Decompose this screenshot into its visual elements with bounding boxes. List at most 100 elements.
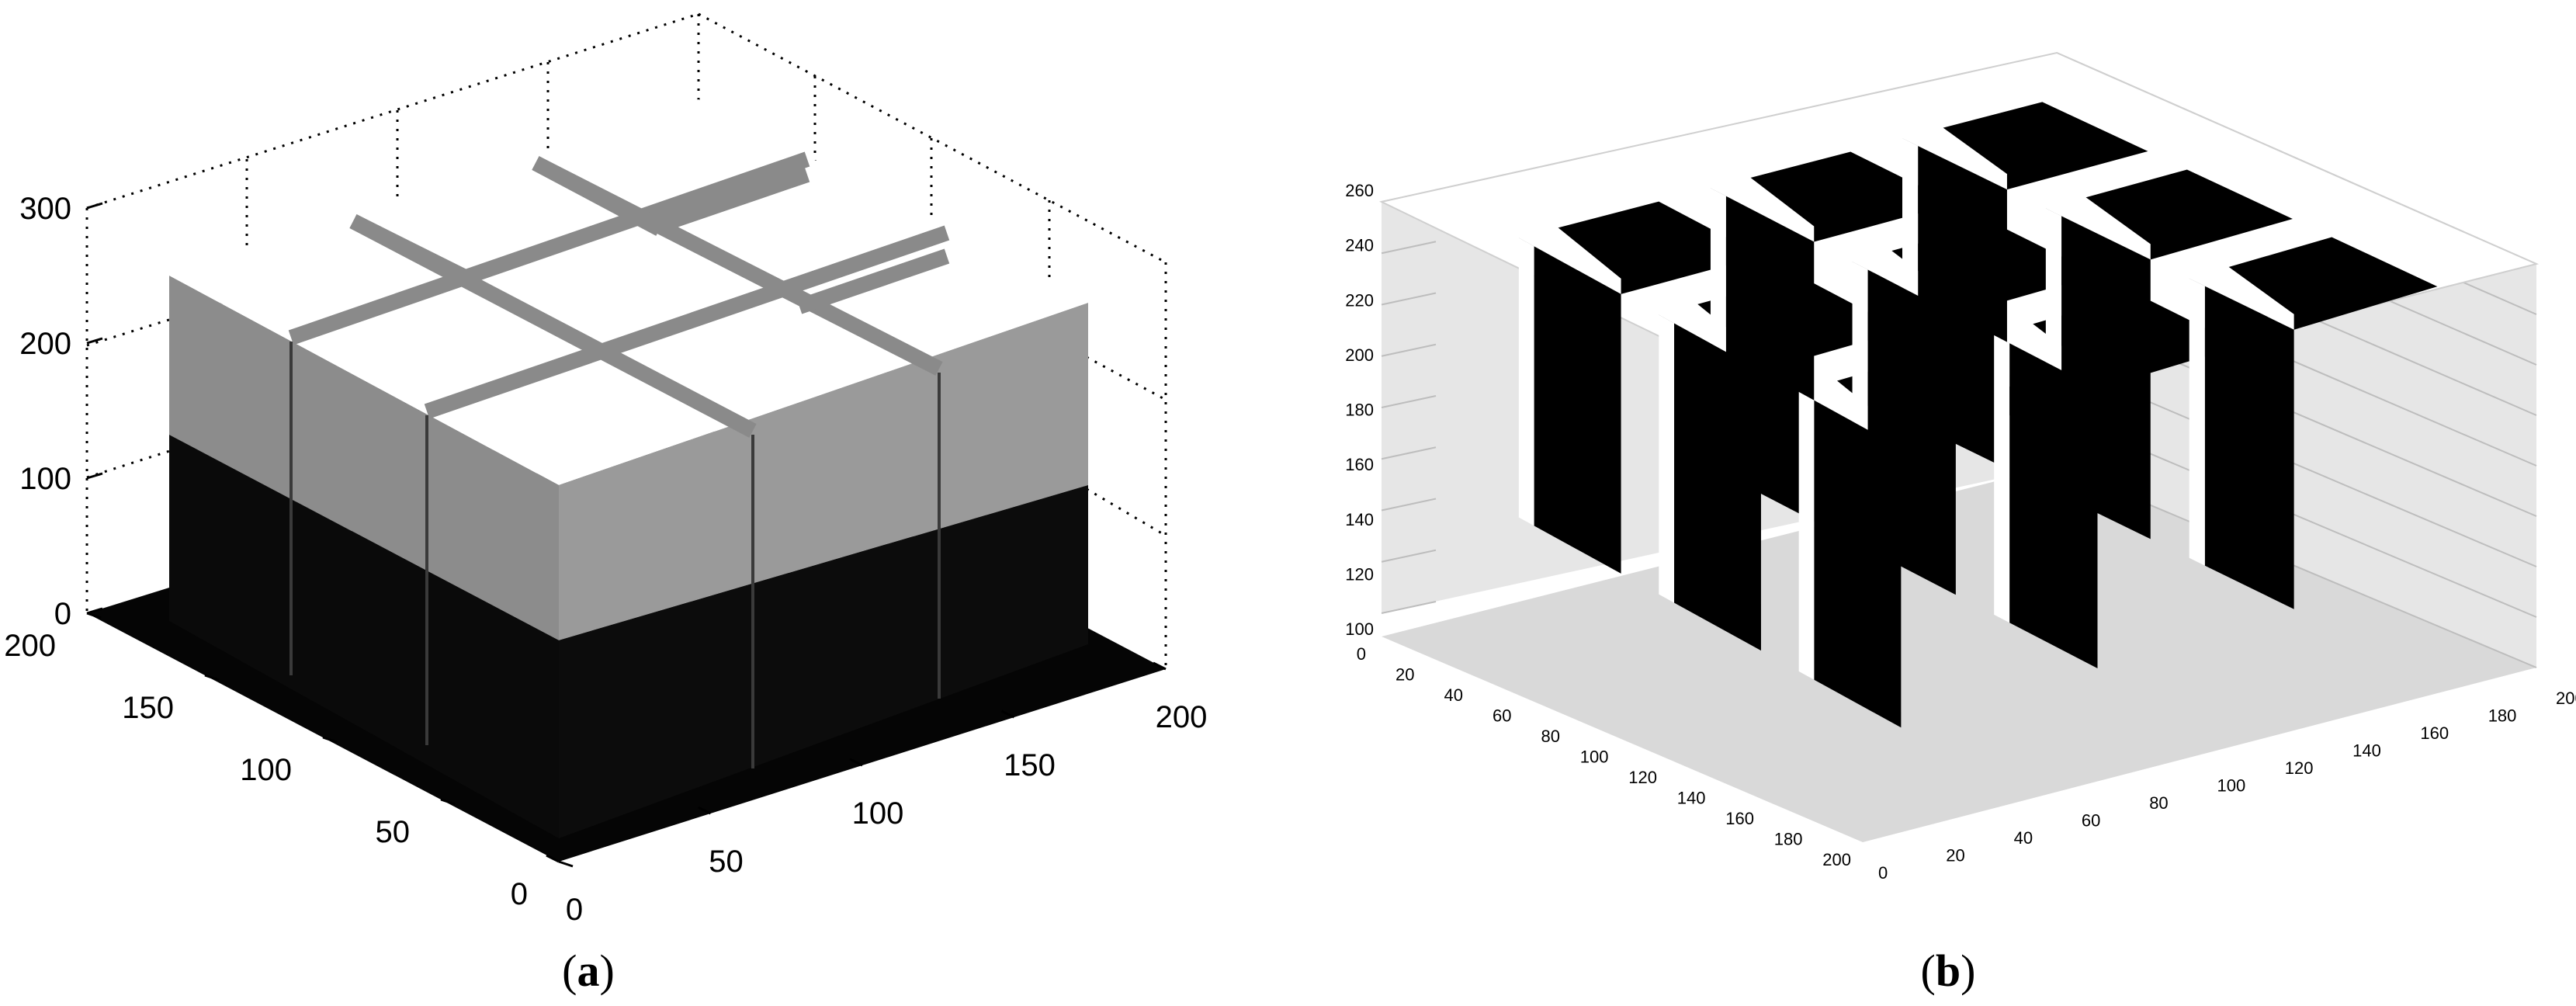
panel-b-column-front bbox=[1534, 246, 1621, 574]
panel-a-y-tick-mark bbox=[204, 674, 220, 682]
panel-b-z-tick-label: 120 bbox=[1345, 564, 1374, 584]
panel-b-z-ticks: 100 120 140 160 180 200 220 240 260 bbox=[1345, 181, 1374, 639]
panel-b-z-tick-label: 220 bbox=[1345, 290, 1374, 310]
panel-a-x-tick-mark bbox=[1000, 709, 1015, 719]
panel-b-cell-rim bbox=[1902, 115, 2007, 190]
panel-b-x-tick-label: 100 bbox=[2217, 776, 2246, 796]
panel-a-y-tick-label: 200 bbox=[4, 629, 56, 663]
panel-a-y-tick-label: 0 bbox=[511, 877, 528, 911]
panel-b-cell-rim bbox=[1518, 214, 1621, 294]
panel-b-cell-rim bbox=[1710, 165, 1815, 242]
panel-b-y-tick-label: 60 bbox=[1493, 706, 1511, 726]
panel-a-y-tick-label: 50 bbox=[376, 815, 411, 849]
panel-a-x-tick-label: 150 bbox=[1004, 748, 1056, 782]
panel-b-column-front bbox=[2204, 286, 2294, 609]
panel-b-z-tick-label: 140 bbox=[1345, 510, 1374, 529]
panel-b-pane-gridline bbox=[1381, 343, 1437, 357]
panel-b-pane-gridline bbox=[1381, 241, 1437, 255]
panel-a-grid-line bbox=[1086, 356, 1167, 401]
panel-b-y-tick-label: 0 bbox=[1357, 644, 1366, 664]
panel-a-left-wall-upper bbox=[169, 276, 559, 640]
panel-b-column-front bbox=[2009, 343, 2098, 669]
panel-a-z-tick-label: 0 bbox=[54, 597, 71, 631]
panel-b-pane-gridline bbox=[1381, 601, 1437, 614]
panel-a-grid-line bbox=[1086, 487, 1167, 537]
panel-b-y-tick-label: 180 bbox=[1774, 830, 1803, 849]
panel-b-z-tick-label: 160 bbox=[1345, 455, 1374, 474]
panel-a-y-tick-mark bbox=[440, 798, 456, 806]
panel-b-y-tick-label: 20 bbox=[1395, 665, 1414, 685]
panel-b-pane-gridline bbox=[1381, 446, 1437, 460]
panel-b-y-tick-label: 40 bbox=[1444, 685, 1463, 705]
panel-b-x-tick-label: 80 bbox=[2149, 793, 2168, 813]
panel-b-x-ticks: 0 20 40 60 80 100 120 140 160 180 200 bbox=[1878, 689, 2576, 883]
panel-b-x-tick-label: 60 bbox=[2082, 811, 2100, 831]
panel-b-z-tick-label: 260 bbox=[1345, 181, 1374, 200]
panel-a-x-tick-label: 100 bbox=[852, 796, 904, 831]
panel-a-grid-line bbox=[86, 429, 234, 479]
panel-a-x-tick-label: 0 bbox=[566, 893, 583, 927]
panel-a-z-tick-mark bbox=[86, 202, 103, 210]
panel-a-x-tick-mark bbox=[546, 854, 560, 863]
panel-a-y-ticks: 0 50 100 150 200 bbox=[4, 612, 574, 911]
panel-b-y-tick-label: 200 bbox=[1822, 850, 1851, 869]
panel-a-left-wall-lower bbox=[169, 435, 559, 838]
panel-a-groove-end bbox=[657, 167, 810, 233]
panel-a-z-tick-mark bbox=[86, 472, 103, 480]
panel-a-x-tick-mark bbox=[1153, 661, 1167, 671]
panel-b-x-tick-label: 120 bbox=[2285, 758, 2314, 778]
panel-b-column-side bbox=[1798, 391, 1815, 680]
panel-a-box-frame bbox=[85, 12, 1167, 669]
panel-b-column-front bbox=[1814, 400, 1902, 728]
panel-b-front-walls bbox=[1518, 138, 2294, 728]
panel-b-x-tick-label: 200 bbox=[2556, 689, 2576, 708]
panel-a-groove bbox=[424, 225, 950, 419]
panel-b-z-tick-label: 200 bbox=[1345, 345, 1374, 365]
panel-b-column-side bbox=[1994, 335, 2010, 623]
panel-a-y-tick-mark bbox=[86, 612, 102, 619]
panel-a-edges bbox=[289, 342, 941, 768]
panel-a-groove-end bbox=[796, 248, 950, 314]
panel-a-y-tick-label: 150 bbox=[122, 691, 174, 725]
panel-b-column-front bbox=[1674, 323, 1761, 651]
panel-a-z-tick-mark bbox=[86, 337, 103, 345]
panel-b-column-side bbox=[1659, 314, 1675, 603]
panel-a-z-tick-label: 200 bbox=[19, 327, 71, 361]
panel-a-top-surface bbox=[169, 99, 1088, 485]
panel-b-pane-gridline bbox=[1381, 395, 1437, 408]
panel-a-y-tick-label: 100 bbox=[240, 753, 292, 787]
panel-b-x-tick-label: 40 bbox=[2014, 828, 2033, 848]
panel-b-x-tick-label: 140 bbox=[2352, 741, 2381, 761]
panel-b-pane-gridline bbox=[1381, 549, 1437, 563]
panel-b-x-tick-label: 0 bbox=[1878, 863, 1888, 883]
panel-a-right-wall-upper bbox=[559, 303, 1088, 640]
panel-b-z-tick-label: 100 bbox=[1345, 619, 1374, 639]
panel-b-y-tick-label: 120 bbox=[1628, 768, 1657, 787]
panel-b-column-side bbox=[1518, 238, 1534, 526]
panel-a-z-tick-label: 100 bbox=[19, 462, 71, 496]
panel-a-groove-end bbox=[349, 214, 473, 286]
panel-b-z-tick-label: 180 bbox=[1345, 401, 1374, 420]
panel-a-x-tick-mark bbox=[697, 806, 712, 815]
panel-a-groove bbox=[288, 151, 810, 345]
panel-b-x-tick-label: 180 bbox=[2488, 706, 2517, 726]
panel-b-x-tick-label: 160 bbox=[2420, 723, 2449, 743]
panel-b-pane-gridline bbox=[1381, 498, 1437, 512]
panel-a-z-tick-mark bbox=[86, 607, 103, 615]
panel-b-cell-rim bbox=[2189, 255, 2294, 330]
panel-a-x-tick-mark bbox=[849, 758, 863, 767]
panel-b-column-side bbox=[2189, 278, 2205, 566]
panel-b-caption: (b) bbox=[1921, 945, 1976, 996]
panel-b-y-tick-label: 80 bbox=[1541, 727, 1560, 746]
panel-b-pane-gridline bbox=[1381, 292, 1437, 306]
panel-b-cell-rim bbox=[2045, 185, 2151, 260]
panel-b-z-tick-label: 240 bbox=[1345, 236, 1374, 255]
panel-b-x-tick-label: 20 bbox=[1946, 846, 1964, 866]
panel-a-groove-ends bbox=[349, 156, 950, 314]
